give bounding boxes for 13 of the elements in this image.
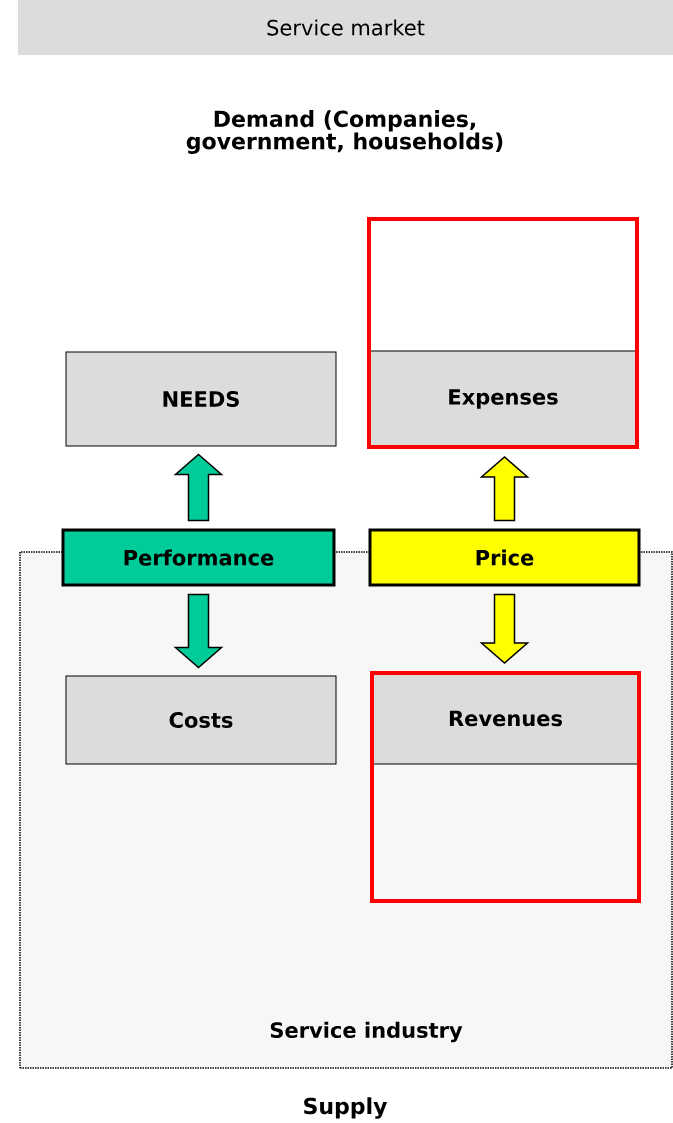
block-arrow bbox=[479, 456, 530, 522]
split-box: Revenues bbox=[370, 671, 641, 903]
block-arrow bbox=[479, 593, 530, 664]
block-arrow bbox=[173, 593, 224, 669]
heading: Supply bbox=[304, 1097, 388, 1119]
block-arrow bbox=[173, 453, 224, 522]
process-box: NEEDS bbox=[65, 351, 337, 447]
label-box: Price bbox=[368, 528, 641, 587]
band: Service market bbox=[18, 0, 673, 55]
label-box: Performance bbox=[61, 528, 336, 587]
split-box: Expenses bbox=[367, 217, 639, 449]
process-box: Costs bbox=[65, 675, 337, 765]
heading: Demand (Companies, government, households) bbox=[186, 110, 503, 154]
